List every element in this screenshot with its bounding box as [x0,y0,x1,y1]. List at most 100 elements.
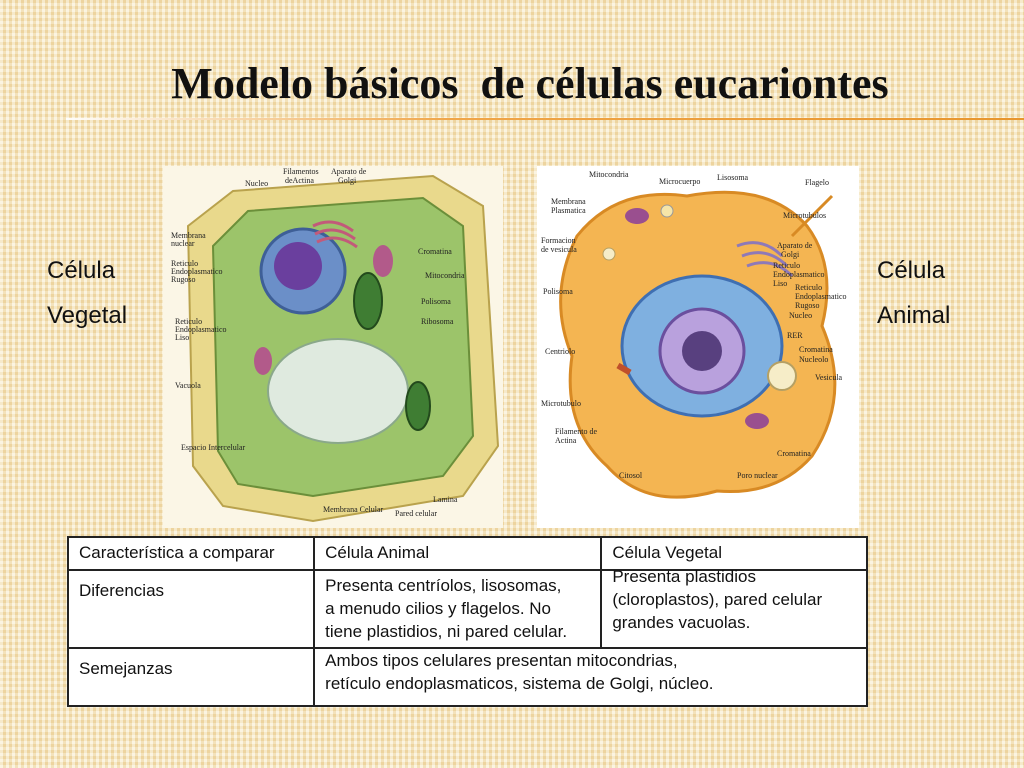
animal-diff-line-2: a menudo cilios y flagelos. No [325,599,551,618]
animal-cell-diagram: Mitocondria Microcuerpo Lisosoma Flagelo… [537,166,859,528]
label-rel-2: Endoplasmatico [175,325,227,334]
vegetal-diff-line-1: Presenta plastidios [612,567,756,586]
label-microcuerpo: Microcuerpo [659,177,700,186]
plant-cell-svg: Nucleo Filamentos deActina Aparato de Go… [171,167,500,523]
label-nucleo: Nucleo [789,311,812,320]
row-label-diferencias: Diferencias [66,569,316,649]
plant-cell-diagram: Nucleo Filamentos deActina Aparato de Go… [163,166,503,528]
label-rer: RER [787,331,803,340]
label-microtubulo: Microtubulo [541,399,581,408]
mitochondria-shape [625,208,649,224]
cell-semejanzas: Ambos tipos celulares presentan mitocond… [313,647,868,707]
label-membrana: Membrana [551,197,586,206]
mitochondria-shape [373,245,393,277]
animal-diff-line-3: tiene plastidios, ni pared celular. [325,622,568,641]
table-header-row: Característica a comparar Célula Animal … [66,536,868,571]
label-lamina: Lamina [433,495,458,504]
label-rel-3: Liso [773,279,787,288]
flagellum-shape [790,194,834,238]
plant-label-line-1: Célula [47,257,116,284]
header-celula-vegetal: Célula Vegetal [600,536,868,571]
golgi-shape [312,220,358,249]
animal-cell-svg: Mitocondria Microcuerpo Lisosoma Flagelo… [541,170,847,499]
animal-label-line-2: Animal [877,302,951,329]
mitochondria-shape-2 [745,413,769,429]
nucleolus-shape [274,242,322,290]
label-espacio: Espacio Intercelular [181,443,246,452]
label-microtubulos: Microtubulos [783,211,826,220]
mitochondria-shape-2 [254,347,272,375]
header-celula-animal: Célula Animal [313,536,603,571]
label-vesicula: Vesicula [815,373,843,382]
label-rer-long: Reticulo [795,283,822,292]
label-rel: Reticulo [773,261,800,270]
label-membrana-2: Plasmatica [551,206,586,215]
chloroplast-shape-2 [405,381,431,431]
label-flagelo: Flagelo [805,178,829,187]
label-filamentos-2: deActina [285,176,314,185]
label-filamentos: Filamentos [283,167,319,176]
label-rer-long-3: Rugoso [795,301,819,310]
label-rer-3: Rugoso [171,275,195,284]
label-centriolo: Centriolo [545,347,575,356]
label-cromatina: Cromatina [799,345,833,354]
chloroplast-shape [353,272,383,330]
label-rer-long-2: Endoplasmatico [795,292,847,301]
diferencias-text: Diferencias [79,581,165,600]
label-pared-celular: Pared celular [395,509,437,518]
label-golgi-2: Golgi [338,176,357,185]
label-poro-nuclear: Poro nuclear [737,471,778,480]
microbody-shape [660,204,674,218]
label-membrana-celular: Membrana Celular [323,505,384,514]
label-mitocondria: Mitocondria [589,170,629,179]
label-formacion-2: de vesicula [541,245,577,254]
plant-cell-side-label: Célula Vegetal [47,248,127,338]
label-membrana-nuclear-2: nuclear [171,239,195,248]
label-cromatina-2: Cromatina [777,449,811,458]
table-row-semejanzas: Semejanzas Ambos tipos celulares present… [66,647,868,707]
label-membrana-nuclear: Membrana [171,231,206,240]
label-rel-2: Endoplasmatico [773,270,825,279]
label-rer: Reticulo [171,259,198,268]
cell-animal-diferencias: Presenta centríolos, lisosomas, a menudo… [313,569,603,649]
comparison-table: Característica a comparar Célula Animal … [66,536,868,707]
label-ribosoma: Ribosoma [421,317,454,326]
label-nucleo: Nucleo [245,179,268,188]
label-golgi: Aparato de [777,241,813,250]
vegetal-diff-line-3: grandes vacuolas. [612,613,751,632]
label-rel: Reticulo [175,317,202,326]
header-caracteristica: Característica a comparar [66,536,316,571]
label-vacuola: Vacuola [175,381,201,390]
vacuole-shape [267,338,409,444]
label-nucleolo: Nucleolo [799,355,828,364]
animal-diff-line-1: Presenta centríolos, lisosomas, [325,576,562,595]
label-rer-2: Endoplasmatico [171,267,223,276]
label-citosol: Citosol [619,471,643,480]
label-polisoma: Polisoma [421,297,451,306]
plant-labels: Nucleo Filamentos deActina Aparato de Go… [171,167,465,518]
vesicle-shape [767,361,797,391]
label-cromatina: Cromatina [418,247,452,256]
label-golgi: Aparato de [331,167,367,176]
vegetal-diff-line-2: (cloroplastos), pared celular [612,590,823,609]
centriole-shape [616,362,632,376]
slide-title: Modelo básicos de células eucariontes [171,59,889,108]
label-filamento: Filamento de [555,427,597,436]
animal-label-line-1: Célula [877,257,946,284]
cell-vegetal-diferencias: Presenta plastidios (cloroplastos), pare… [600,567,868,649]
label-filamento-2: Actina [555,436,577,445]
label-golgi-2: Golgi [781,250,800,259]
forming-vesicle-shape [602,247,616,261]
animal-labels: Mitocondria Microcuerpo Lisosoma Flagelo… [541,170,847,480]
label-polisoma: Polisoma [543,287,573,296]
table-row-diferencias: Diferencias Presenta centríolos, lisosom… [66,567,868,649]
semejanzas-line-2: retículo endoplasmaticos, sistema de Gol… [325,674,714,693]
semejanzas-line-1: Ambos tipos celulares presentan mitocond… [325,651,678,670]
label-lisosoma: Lisosoma [717,173,749,182]
label-mitocondria: Mitocondria [425,271,465,280]
plant-label-line-2: Vegetal [47,302,128,329]
row-label-semejanzas: Semejanzas [66,647,316,707]
title-underline [66,118,1024,120]
golgi-shape [736,241,794,278]
label-formacion: Formacion [541,236,576,245]
